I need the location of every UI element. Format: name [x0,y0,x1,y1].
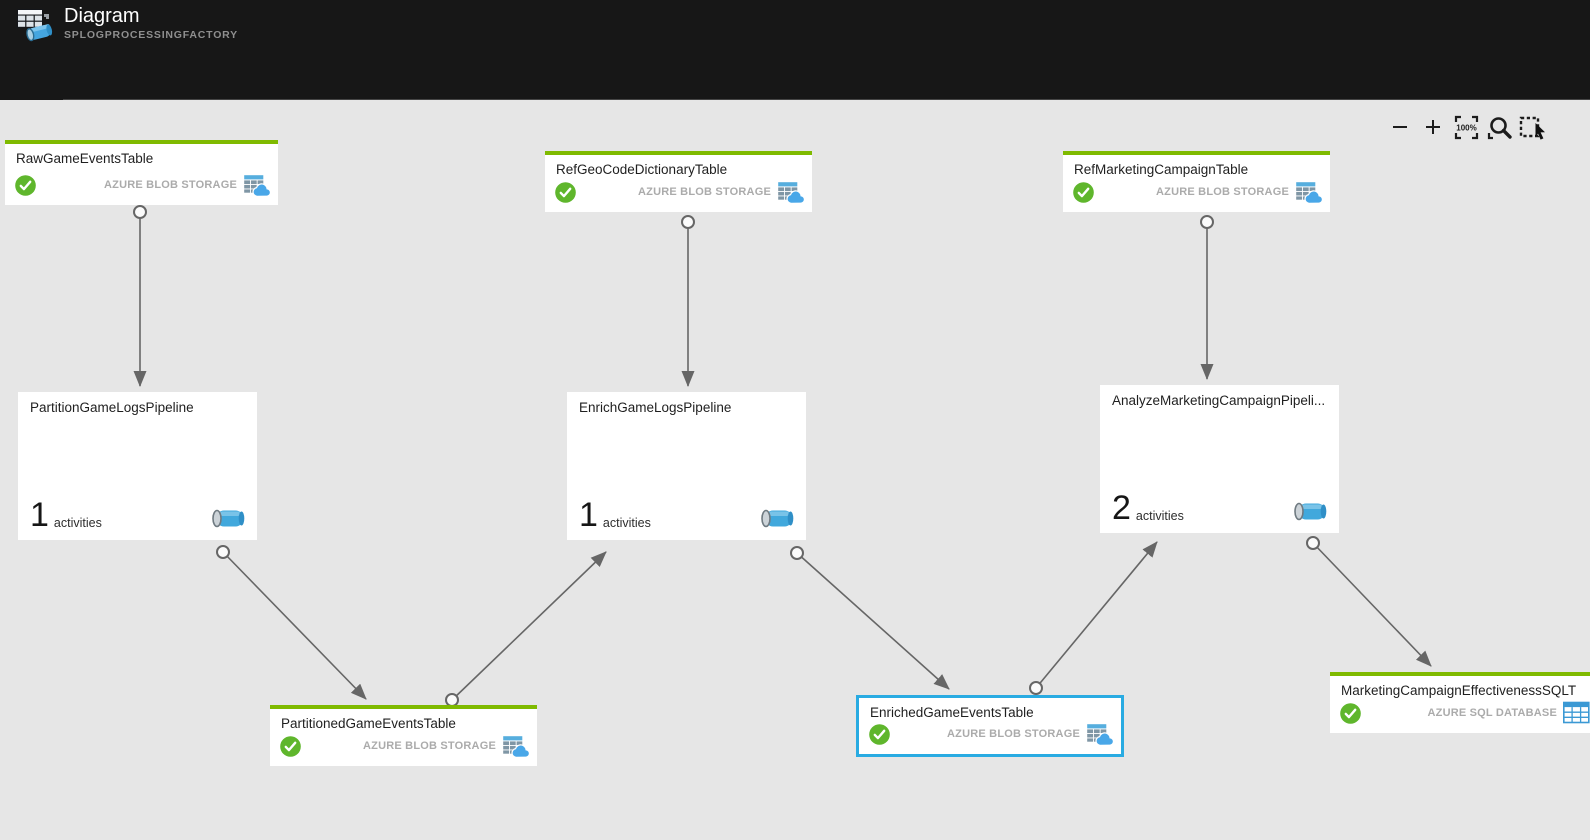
activities-label: activities [602,516,651,530]
factory-name: SPLOGPROCESSINGFACTORY [64,29,238,41]
zoom-to-100-button[interactable]: 100% [1452,113,1480,141]
edge-RefMarketingCampaignTable-to-AnalyzeMarketingCampaignPipeline [1200,215,1214,380]
status-succeeded-icon [280,735,301,757]
azure-sql-database-icon [1563,701,1590,724]
edge-PartitionedGameEventsTable-to-EnrichGameLogsPipeline [445,551,607,707]
linked-service-label: AZURE BLOB STORAGE [104,179,237,191]
node-title: PartitionGameLogsPipeline [30,400,194,415]
status-succeeded-icon [555,181,576,203]
activities-count: 1 [579,496,598,535]
node-footer: AZURE BLOB STORAGE [555,179,804,205]
zoom-toolbar: 100% [1386,113,1546,141]
linked-service-label: AZURE SQL DATABASE [1427,707,1557,719]
header-divider [63,99,1590,100]
pipeline-pipe-icon [212,509,245,528]
magnifier-icon [1487,116,1512,139]
pipeline-pipe-icon [1294,502,1327,521]
node-footer: AZURE BLOB STORAGE [1073,179,1322,205]
node-title: AnalyzeMarketingCampaignPipeli... [1112,393,1326,408]
linked-service-label: AZURE BLOB STORAGE [363,740,496,752]
edge-source-port [790,546,804,560]
edge-source-port [681,215,695,229]
minus-icon [1393,126,1407,128]
node-title: EnrichGameLogsPipeline [579,400,732,415]
node-EnrichGameLogsPipeline[interactable]: EnrichGameLogsPipeline 1 activities [567,392,806,540]
linked-service-label: AZURE BLOB STORAGE [1156,186,1289,198]
node-footer: AZURE BLOB STORAGE [15,172,270,198]
azure-blob-storage-icon [1086,723,1113,746]
status-succeeded-icon [15,174,36,196]
status-succeeded-icon [1340,702,1361,724]
node-title: RawGameEventsTable [16,151,154,166]
linked-service-label: AZURE BLOB STORAGE [638,186,771,198]
zoom-out-button[interactable] [1386,113,1414,141]
node-title: RefMarketingCampaignTable [1074,162,1249,177]
edge-source-port [1306,536,1320,550]
node-PartitionGameLogsPipeline[interactable]: PartitionGameLogsPipeline 1 activities [18,392,257,540]
status-succeeded-icon [869,723,890,745]
activities-count: 1 [30,496,49,535]
edge-source-port [1200,215,1214,229]
linked-service-label: AZURE BLOB STORAGE [947,728,1080,740]
node-title: MarketingCampaignEffectivenessSQLT [1341,683,1577,698]
edge-RawGameEventsTable-to-PartitionGameLogsPipeline [133,205,147,387]
activities-label: activities [1135,509,1184,523]
edge-source-port [216,545,230,559]
node-title: EnrichedGameEventsTable [870,705,1034,720]
node-footer: 1 activities [30,496,247,535]
data-factory-diagram-icon [17,9,53,42]
node-footer: 2 activities [1112,489,1329,528]
page-title: Diagram [64,5,140,27]
zoom-level-text: 100% [1456,123,1476,132]
zoom-select-region-button[interactable] [1518,113,1546,141]
edge-AnalyzeMarketingCampaignPipeline-to-MarketingCampaignEffectivenessSQLTable [1306,536,1432,667]
node-footer: AZURE BLOB STORAGE [869,721,1113,747]
node-title: RefGeoCodeDictionaryTable [556,162,728,177]
pipeline-pipe-icon [761,509,794,528]
selection-cursor-icon [1519,116,1545,140]
node-footer: AZURE SQL DATABASE [1340,700,1590,726]
azure-blob-storage-icon [1295,181,1322,204]
edge-source-port [1029,681,1043,695]
azure-blob-storage-icon [777,181,804,204]
edge-EnrichGameLogsPipeline-to-EnrichedGameEventsTable [790,546,950,690]
plus-icon [1426,120,1440,134]
azure-blob-storage-icon [502,735,529,758]
azure-blob-storage-icon [243,174,270,197]
edge-source-port [133,205,147,219]
node-MarketingCampaignEffectivenessSQLTable[interactable]: MarketingCampaignEffectivenessSQLT AZURE … [1330,672,1590,733]
node-footer: AZURE BLOB STORAGE [280,733,529,759]
status-succeeded-icon [1073,181,1094,203]
blade-header: Diagram SPLOGPROCESSINGFACTORY [0,0,1590,100]
zoom-100-brackets-icon: 100% [1454,115,1478,139]
zoom-search-button[interactable] [1485,113,1513,141]
activities-label: activities [53,516,102,530]
activities-count: 2 [1112,489,1131,528]
edge-RefGeoCodeDictionaryTable-to-EnrichGameLogsPipeline [681,215,695,387]
edge-PartitionGameLogsPipeline-to-PartitionedGameEventsTable [216,545,367,700]
node-AnalyzeMarketingCampaignPipeline[interactable]: AnalyzeMarketingCampaignPipeli... 2 activi… [1100,385,1339,533]
node-title: PartitionedGameEventsTable [281,716,456,731]
node-footer: 1 activities [579,496,796,535]
edge-EnrichedGameEventsTable-to-AnalyzeMarketingCampaignPipeline [1029,541,1158,695]
zoom-in-button[interactable] [1419,113,1447,141]
